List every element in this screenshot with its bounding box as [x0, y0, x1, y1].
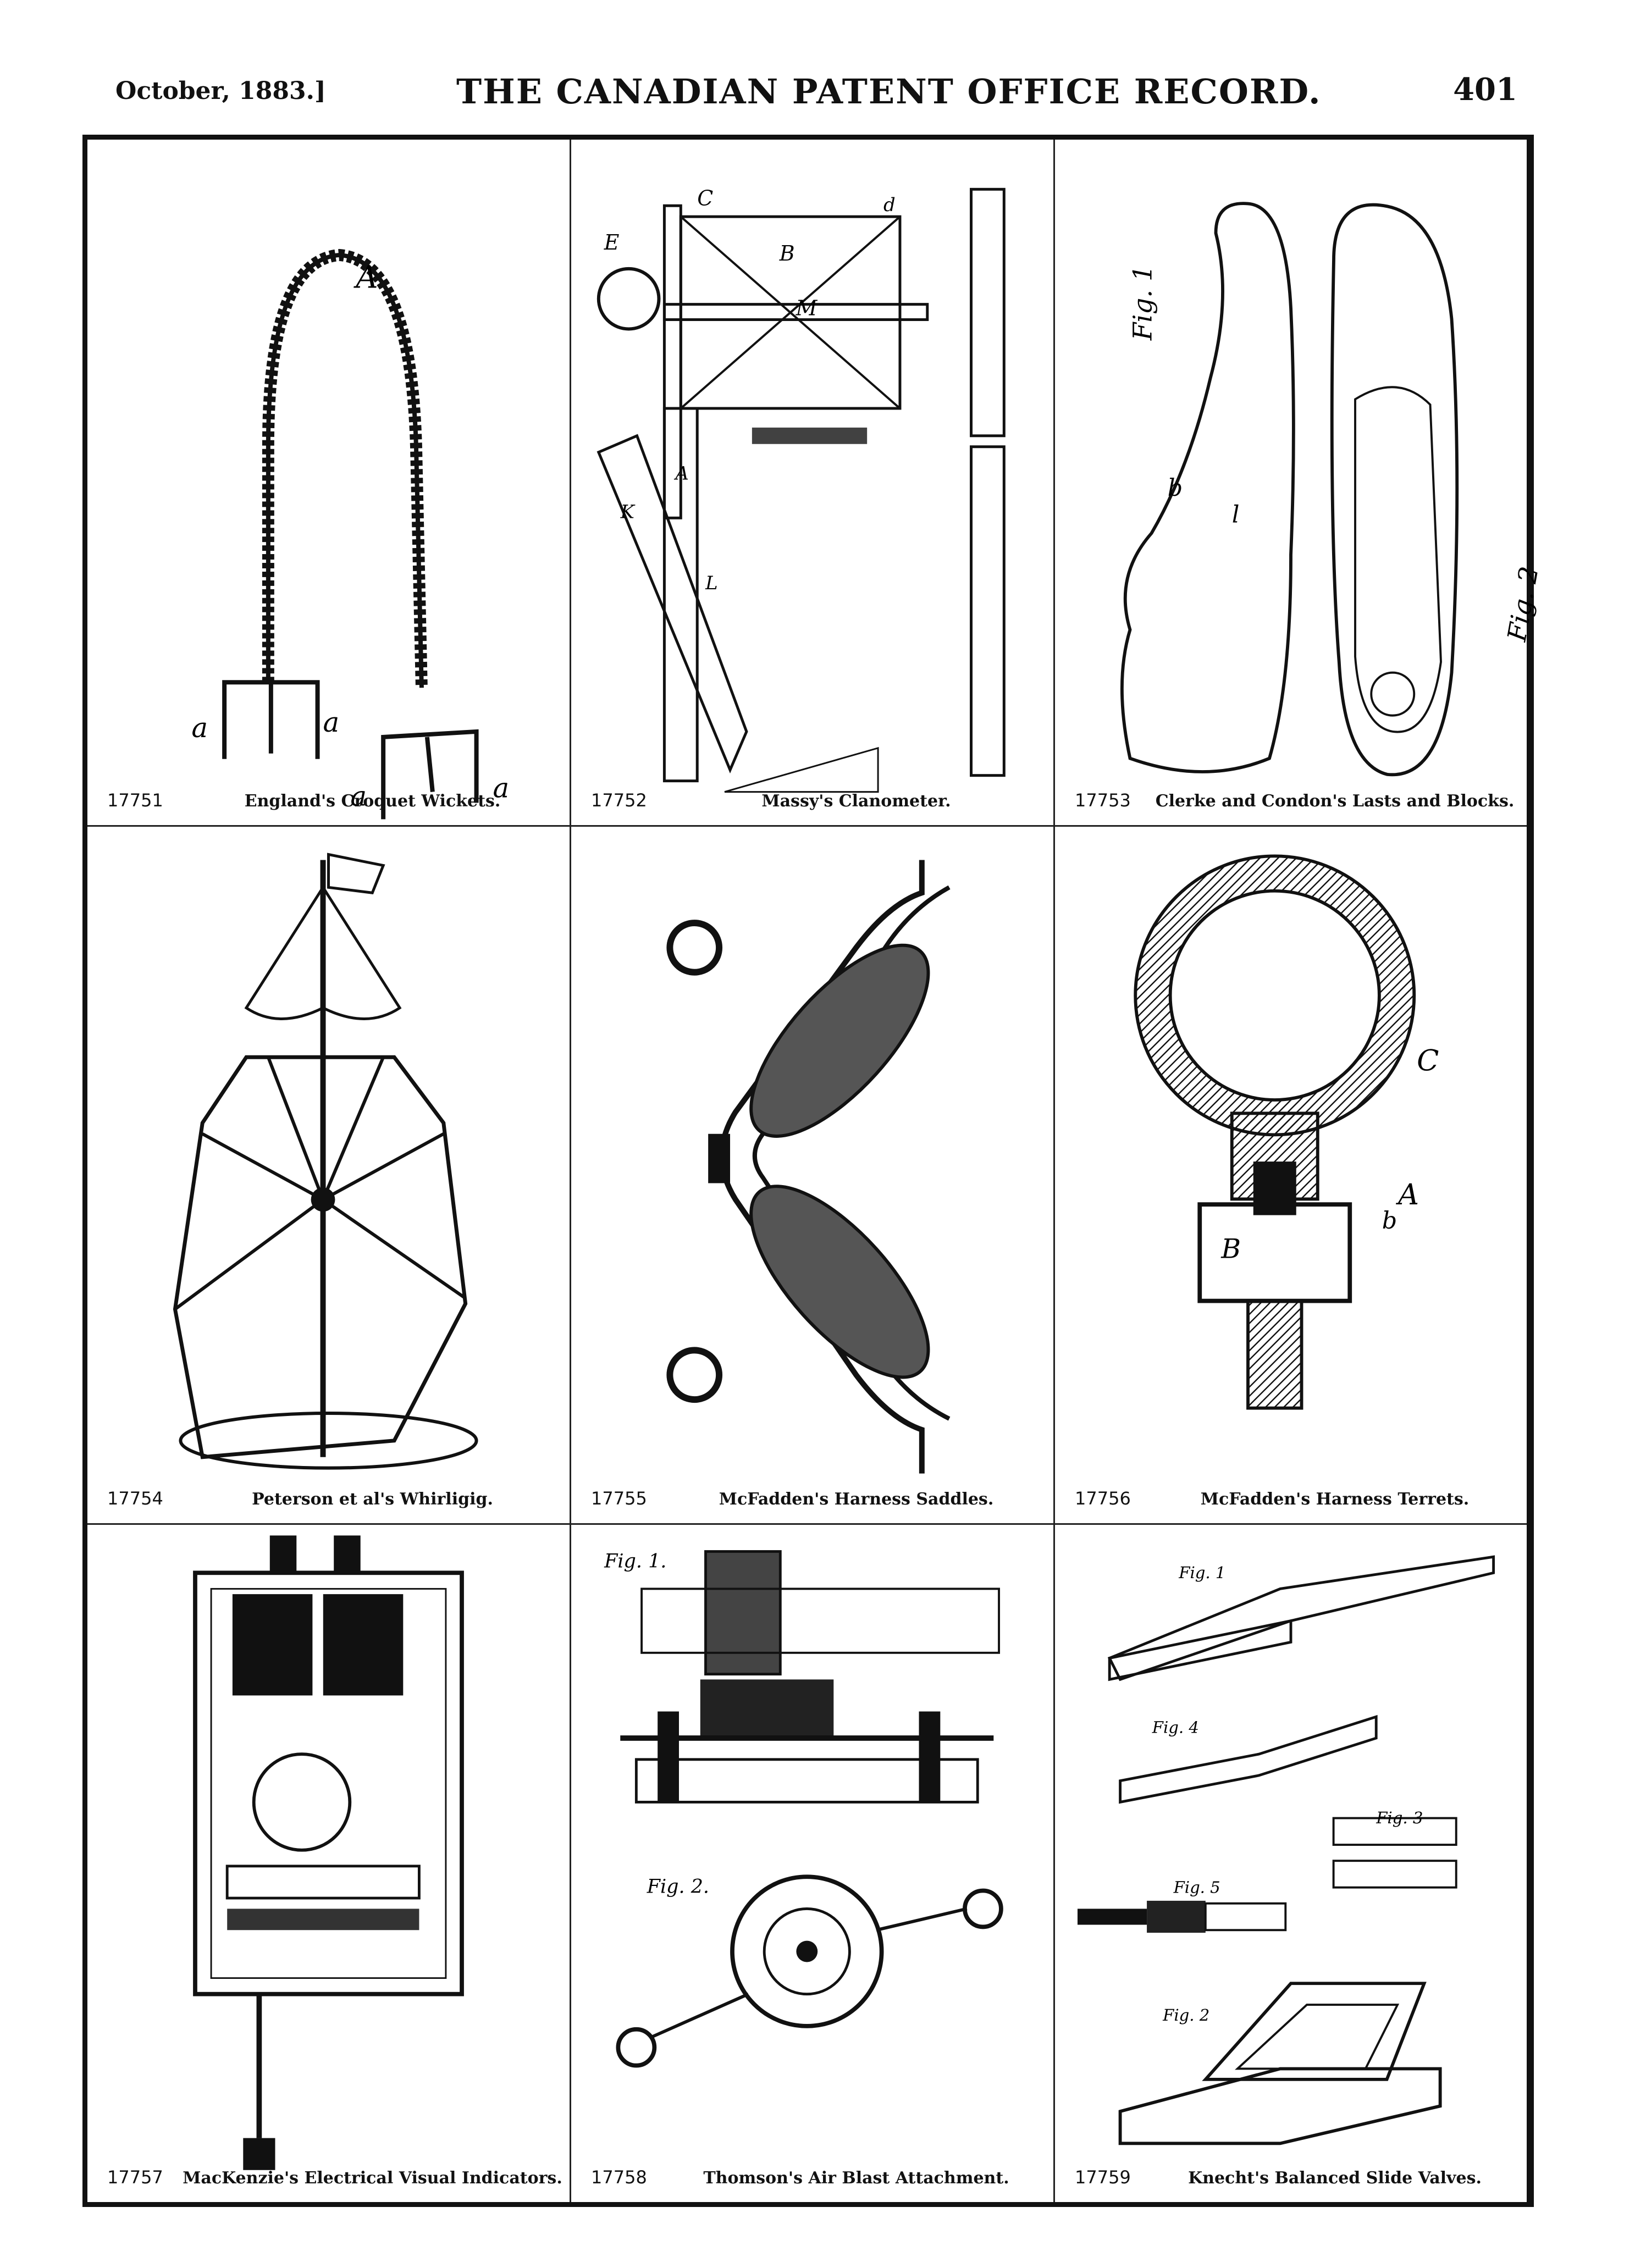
label-A: A [353, 260, 378, 296]
clanometer-drawing: C d B E M L K A [596, 186, 1006, 793]
publication-title: THE CANADIAN PATENT OFFICE RECORD. [456, 71, 1322, 112]
svg-text:Fig. 1.: Fig. 1. [604, 1551, 666, 1573]
patent-caption: McFadden's Harness Saddles. [719, 1490, 994, 1509]
patent-number: 17757 [107, 2167, 163, 2188]
patent-number: 17759 [1075, 2167, 1131, 2188]
patent-cell-17759: Fig. 1 Fig. 2 Fig. 3 Fig. 4 Fig. 5 17759… [1055, 1525, 1527, 2202]
svg-text:Fig. 2: Fig. 2 [1503, 565, 1545, 644]
svg-text:a: a [323, 706, 340, 738]
patent-number: 17751 [107, 790, 163, 811]
patent-caption: Clerke and Condon's Lasts and Blocks. [1155, 792, 1515, 811]
svg-text:B: B [779, 241, 795, 265]
patent-caption: England's Croquet Wickets. [244, 792, 501, 811]
patent-number: 17752 [591, 790, 647, 811]
patent-caption: MacKenzie's Electrical Visual Indicators… [183, 2169, 562, 2188]
page-header: October, 1883.] THE CANADIAN PATENT OFFI… [110, 71, 1517, 121]
svg-text:b: b [1168, 474, 1183, 502]
svg-text:Fig. 5: Fig. 5 [1173, 1878, 1220, 1896]
svg-text:b: b [1382, 1207, 1397, 1235]
patent-cell-17755: 17755 McFadden's Harness Saddles. [571, 827, 1055, 1525]
patent-number: 17755 [591, 1488, 647, 1509]
patent-caption: Massy's Clanometer. [761, 792, 951, 811]
air-blast-drawing: Fig. 1. Fig. 2. [604, 1550, 1003, 2068]
electrical-indicator-drawing [193, 1535, 464, 2170]
svg-text:a: a [350, 780, 367, 812]
issue-date: October, 1883.] [115, 77, 326, 105]
svg-text:A: A [1395, 1178, 1419, 1212]
whirligig-drawing [173, 853, 478, 1470]
plate-frame: A a a a a 17751 England's Croquet Wicket… [82, 135, 1545, 2207]
svg-text:Fig. 2: Fig. 2 [1162, 2006, 1209, 2024]
patent-cell-17757: 17757 MacKenzie's Electrical Visual Indi… [87, 1525, 571, 2202]
patent-number: 17753 [1075, 790, 1131, 811]
patent-number: 17758 [591, 2167, 647, 2188]
harness-terret-drawing: C A B b [1134, 854, 1439, 1410]
patent-number: 17754 [107, 1488, 163, 1509]
patent-caption: McFadden's Harness Terrets. [1200, 1490, 1470, 1509]
svg-text:L: L [705, 572, 718, 594]
svg-text:B: B [1220, 1234, 1241, 1265]
svg-text:l: l [1232, 501, 1240, 529]
svg-text:d: d [883, 194, 896, 215]
svg-text:Fig. 2.: Fig. 2. [647, 1876, 709, 1898]
svg-text:E: E [604, 230, 620, 255]
svg-text:K: K [620, 501, 636, 522]
patent-caption: Thomson's Air Blast Attachment. [703, 2169, 1009, 2188]
svg-text:Fig. 1: Fig. 1 [1178, 1563, 1225, 1582]
patent-cell-17754: 17754 Peterson et al's Whirligig. [87, 827, 571, 1525]
patent-number: 17756 [1075, 1488, 1131, 1509]
svg-text:C: C [697, 186, 713, 211]
patent-caption: Peterson et al's Whirligig. [252, 1490, 493, 1509]
patent-cell-17758: Fig. 1. Fig. 2. 17758 Thomson's Air Blas… [571, 1525, 1055, 2202]
page-number: 401 [1453, 71, 1517, 108]
svg-text:Fig. 3: Fig. 3 [1376, 1808, 1423, 1827]
harness-saddle-drawing [666, 860, 951, 1474]
svg-text:a: a [191, 712, 208, 744]
patent-cell-17752: C d B E M L K A 17752 Massy's Clanometer… [571, 140, 1055, 827]
patent-cell-17756: C A B b 17756 McFadden's Harness Terrets… [1055, 827, 1527, 1525]
svg-text:a: a [493, 772, 509, 804]
croquet-wicket-drawing: A a a a a [191, 248, 509, 820]
svg-text:Fig. 4: Fig. 4 [1152, 1718, 1199, 1736]
patent-caption: Knecht's Balanced Slide Valves. [1188, 2169, 1482, 2188]
svg-text:A: A [673, 463, 688, 484]
svg-text:M: M [796, 296, 818, 320]
shoe-last-drawing: Fig. 1 Fig. 2 b l [1120, 202, 1545, 777]
patent-grid: A a a a a 17751 England's Croquet Wicket… [87, 140, 1545, 2202]
patent-cell-17753: Fig. 1 Fig. 2 b l 17753 Clerke and Condo… [1055, 140, 1545, 827]
patent-cell-17751: A a a a a 17751 England's Croquet Wicket… [87, 140, 571, 827]
slide-valve-drawing: Fig. 1 Fig. 2 Fig. 3 Fig. 4 Fig. 5 [1077, 1555, 1495, 2145]
svg-text:Fig. 1: Fig. 1 [1129, 265, 1158, 341]
svg-text:C: C [1417, 1044, 1439, 1077]
